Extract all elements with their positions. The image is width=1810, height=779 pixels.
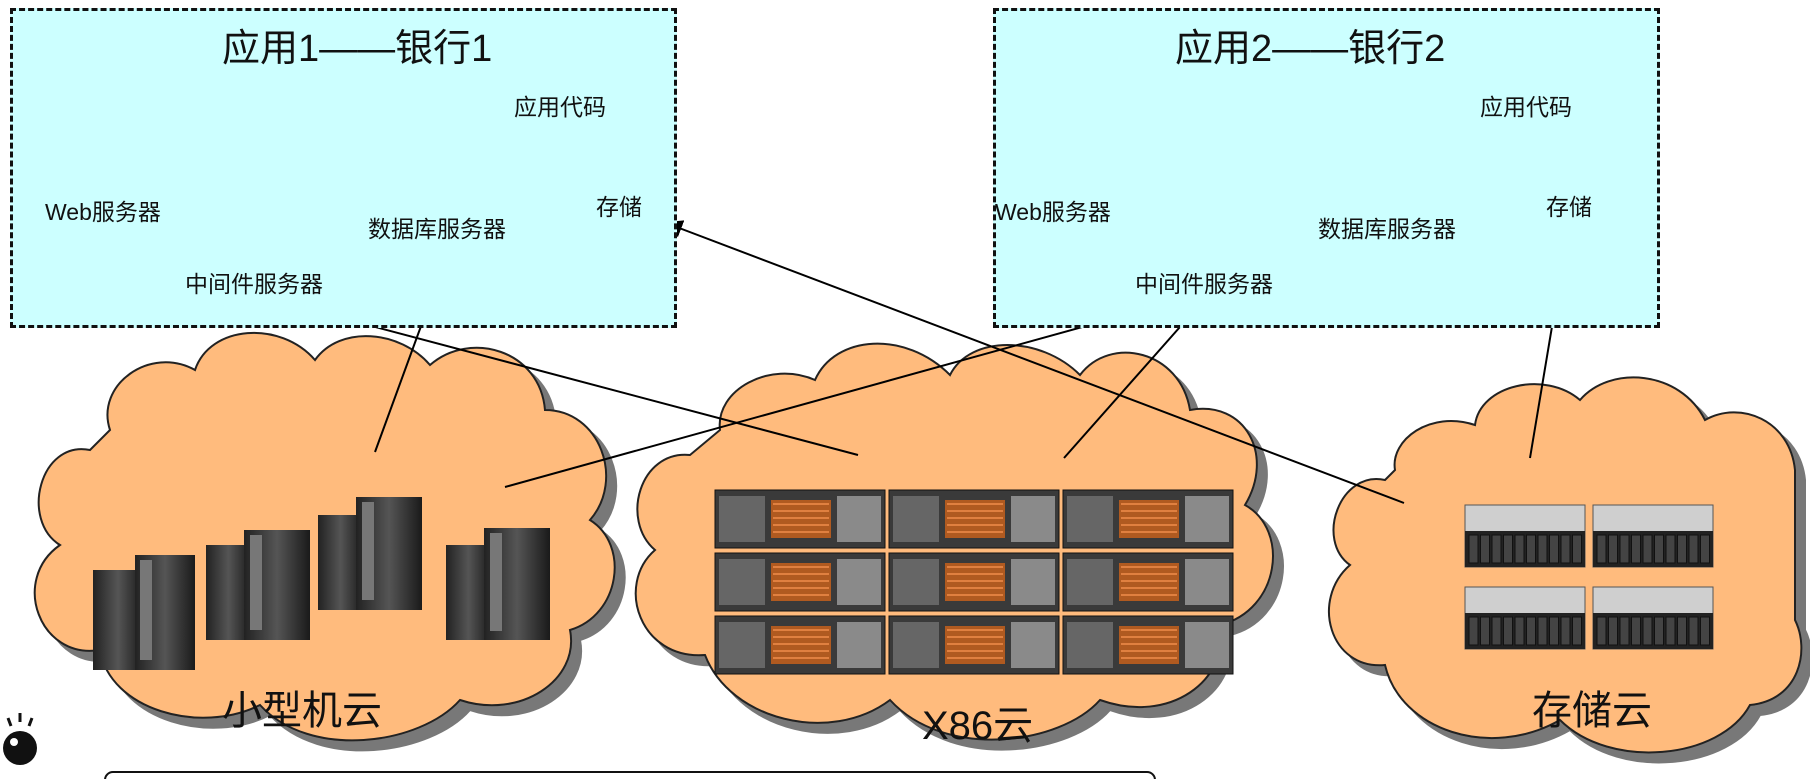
app2-box (993, 8, 1660, 328)
x86-server-unit (714, 552, 886, 612)
x86-server-unit (1062, 489, 1234, 549)
storage-array-unit (1464, 586, 1586, 650)
app1-storage-label: 存储 (596, 194, 642, 220)
minicomputer-rack (206, 530, 310, 640)
minicomputer-rack (446, 528, 550, 640)
app2-storage-label: 存储 (1546, 194, 1592, 220)
x86-servers (714, 489, 1234, 675)
storage-array-unit (1592, 504, 1714, 568)
app1-box (10, 8, 677, 328)
app1-db-server-label: 数据库服务器 (368, 216, 506, 242)
lightbulb-logo-icon (3, 713, 37, 765)
app2-web-server-label: Web服务器 (995, 199, 1111, 225)
x86-server-unit (714, 615, 886, 675)
minicomputer-rack (93, 555, 195, 670)
app1-title: 应用1——银行1 (222, 28, 493, 70)
arrow-x86-to-middleware1 (313, 306, 859, 456)
app1-middleware-label: 中间件服务器 (185, 271, 323, 297)
x86-server-unit (888, 615, 1060, 675)
cloud-x86-label: X86云 (922, 704, 1034, 748)
minicomputer-rack (318, 497, 422, 610)
storage-arrays (1464, 504, 1714, 650)
cloud-storage-label: 存储云 (1532, 689, 1652, 733)
x86-server-unit (714, 489, 886, 549)
app1-app-code-label: 应用代码 (514, 94, 606, 120)
app2-middleware-label: 中间件服务器 (1135, 271, 1273, 297)
cloud-minicomputer-label: 小型机云 (222, 689, 382, 733)
x86-server-unit (1062, 552, 1234, 612)
app2-title: 应用2——银行2 (1175, 28, 1446, 70)
app1-web-server-label: Web服务器 (45, 199, 161, 225)
storage-array-unit (1464, 504, 1586, 568)
app2-app-code-label: 应用代码 (1480, 94, 1572, 120)
x86-server-unit (888, 552, 1060, 612)
arrow-storagecloud-to-storage1 (664, 220, 1405, 504)
storage-array-unit (1592, 586, 1714, 650)
bottom-text-frame (104, 771, 1156, 779)
app2-db-server-label: 数据库服务器 (1318, 216, 1456, 242)
x86-server-unit (1062, 615, 1234, 675)
x86-server-unit (888, 489, 1060, 549)
minicomputer-servers (93, 497, 550, 670)
